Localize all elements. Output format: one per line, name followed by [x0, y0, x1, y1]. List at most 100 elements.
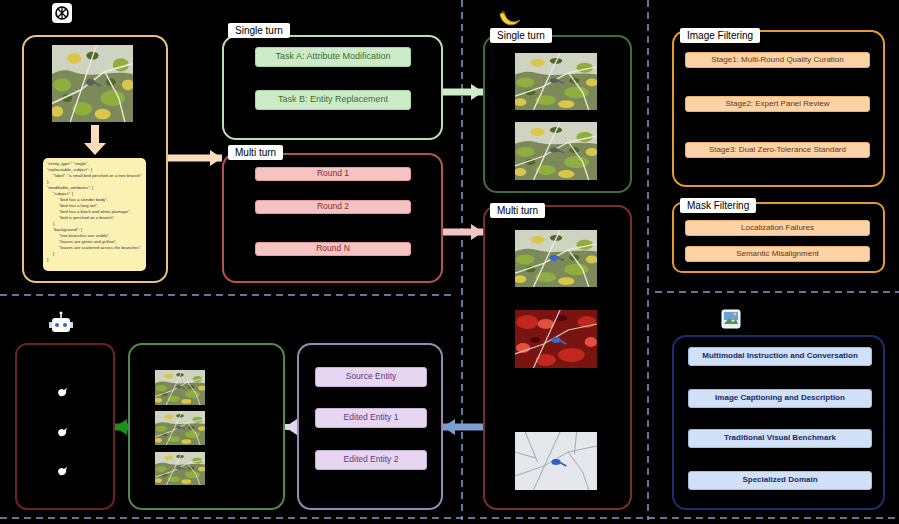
- entity-box: Source Entity: [315, 367, 427, 387]
- edited-photo: [515, 310, 597, 368]
- source-category: Specialized Domain: [688, 471, 872, 490]
- image-filter-panel: Stage1: Multi-Round Quality CurationStag…: [672, 30, 885, 187]
- item-label: Round 2: [317, 202, 349, 211]
- json-line: "replaceable_subject": {: [47, 167, 142, 173]
- item-label: Source Entity: [346, 372, 397, 381]
- edited-photo: [514, 53, 598, 110]
- json-line: "entity_type": "single",: [47, 161, 142, 167]
- mask-panel: [15, 343, 115, 510]
- item-label: Stage3: Dual Zero-Tolerance Standard: [709, 146, 846, 155]
- flow-arrow: [115, 424, 128, 431]
- task-box: Task B: Entity Replacement: [255, 90, 411, 110]
- flow-arrow: [285, 424, 297, 430]
- item-label: Multimodal Instruction and Conversation: [702, 352, 858, 361]
- json-line: "bird has a black and white plumage",: [47, 209, 142, 215]
- filter-stage: Stage1: Multi-Round Quality Curation: [685, 52, 870, 68]
- json-line: }: [47, 257, 142, 263]
- edited-photo: [514, 230, 598, 287]
- crop-panel: [128, 343, 285, 510]
- task-panel: Task A: Attribute ModificationTask B: En…: [222, 35, 443, 140]
- flow-arrow: [168, 155, 222, 162]
- flow-arrow: [443, 89, 483, 96]
- single-turn-panel: Single turn: [483, 35, 632, 193]
- json-card: "entity_type": "single","replaceable_sub…: [43, 158, 146, 271]
- entity-photo: [154, 411, 205, 445]
- multi-turn-panel: Multi turn: [483, 205, 632, 510]
- data-source-panel: Multimodal Instruction and ConversationI…: [672, 335, 885, 510]
- json-line: "subject": [: [47, 191, 142, 197]
- source-category: Multimodal Instruction and Conversation: [688, 347, 872, 366]
- json-line: "bird is perched on a branch": [47, 215, 142, 221]
- filter-stage: Semantic Misalignment: [685, 246, 870, 262]
- json-line: ]: [47, 251, 142, 257]
- filter-stage: Stage3: Dual Zero-Tolerance Standard: [685, 142, 870, 158]
- round-box: Round 2: [255, 200, 411, 214]
- divider-line: [647, 0, 649, 520]
- openai-logo: [52, 3, 72, 23]
- banana-logo: [500, 11, 520, 25]
- item-label: Edited Entity 2: [344, 455, 399, 464]
- json-line: "leaves are green and yellow",: [47, 239, 142, 245]
- bird-mask: [58, 388, 67, 396]
- filter-stage: Stage2: Expert Panel Review: [685, 96, 870, 112]
- item-label: Round 1: [317, 169, 349, 178]
- down-arrow: [84, 125, 106, 155]
- divider-line: [655, 291, 899, 293]
- item-label: Edited Entity 1: [344, 413, 399, 422]
- source-photo: [51, 45, 134, 122]
- panel-heading: Single turn: [228, 23, 290, 38]
- source-category: Traditional Visual Benchmark: [688, 429, 872, 448]
- task-box: Task A: Attribute Modification: [255, 47, 411, 67]
- json-line: "bird has a long tail",: [47, 203, 142, 209]
- round-box: Round N: [255, 242, 411, 256]
- bird-mask: [58, 428, 67, 436]
- json-line: ],: [47, 221, 142, 227]
- entity-box: Edited Entity 2: [315, 450, 427, 470]
- dataset-icon: [722, 310, 740, 328]
- edited-photo: [515, 432, 597, 490]
- json-line: "modifiable_attributes": {: [47, 185, 142, 191]
- entity-photo: [154, 452, 205, 485]
- bird-masks: [58, 388, 67, 475]
- panel-heading: Mask Filtering: [680, 198, 756, 213]
- json-line: "tree branches are visible",: [47, 233, 142, 239]
- filter-stage: Localization Failures: [685, 220, 870, 236]
- json-line: "bird has a slender body",: [47, 197, 142, 203]
- robot-icon: [49, 312, 73, 333]
- entity-panel: Source EntityEdited Entity 1 Edited Entit…: [297, 343, 443, 510]
- divider-line: [461, 0, 463, 520]
- item-label: Task A: Attribute Modification: [275, 52, 390, 62]
- flow-arrow: [443, 424, 483, 431]
- panel-heading: Image Filtering: [680, 28, 760, 43]
- edited-photo: [514, 122, 598, 180]
- divider-line: [0, 517, 899, 519]
- item-label: Stage1: Multi-Round Quality Curation: [711, 56, 844, 65]
- item-label: Specialized Domain: [742, 476, 817, 485]
- mask-filter-panel: Localization FailuresSemantic Misalignme…: [672, 202, 885, 273]
- item-label: Traditional Visual Benchmark: [724, 434, 836, 443]
- json-line: "leaves are scattered across the branche…: [47, 245, 142, 251]
- item-label: Task B: Entity Replacement: [278, 95, 388, 105]
- item-label: Localization Failures: [741, 224, 814, 233]
- blue-bird: [550, 255, 558, 261]
- item-label: Round N: [316, 244, 350, 253]
- entity-box: Edited Entity 1: [315, 408, 427, 428]
- json-line: "label": "a small bird perched on a tree…: [47, 173, 142, 179]
- source-panel: "entity_type": "single","replaceable_sub…: [22, 35, 168, 283]
- round-box: Round 1: [255, 167, 411, 181]
- source-category: Image Captioning and Description: [688, 389, 872, 408]
- divider-line: [0, 294, 455, 296]
- json-line: "background": [: [47, 227, 142, 233]
- bird-mask: [58, 467, 67, 475]
- flow-arrow: [443, 229, 483, 236]
- item-label: Stage2: Expert Panel Review: [725, 100, 829, 109]
- round-panel: Round 1Round 2Round NMulti turn: [222, 153, 443, 283]
- item-label: Image Captioning and Description: [715, 394, 845, 403]
- json-line: },: [47, 179, 142, 185]
- panel-heading: Multi turn: [490, 203, 545, 218]
- item-label: Semantic Misalignment: [736, 250, 819, 259]
